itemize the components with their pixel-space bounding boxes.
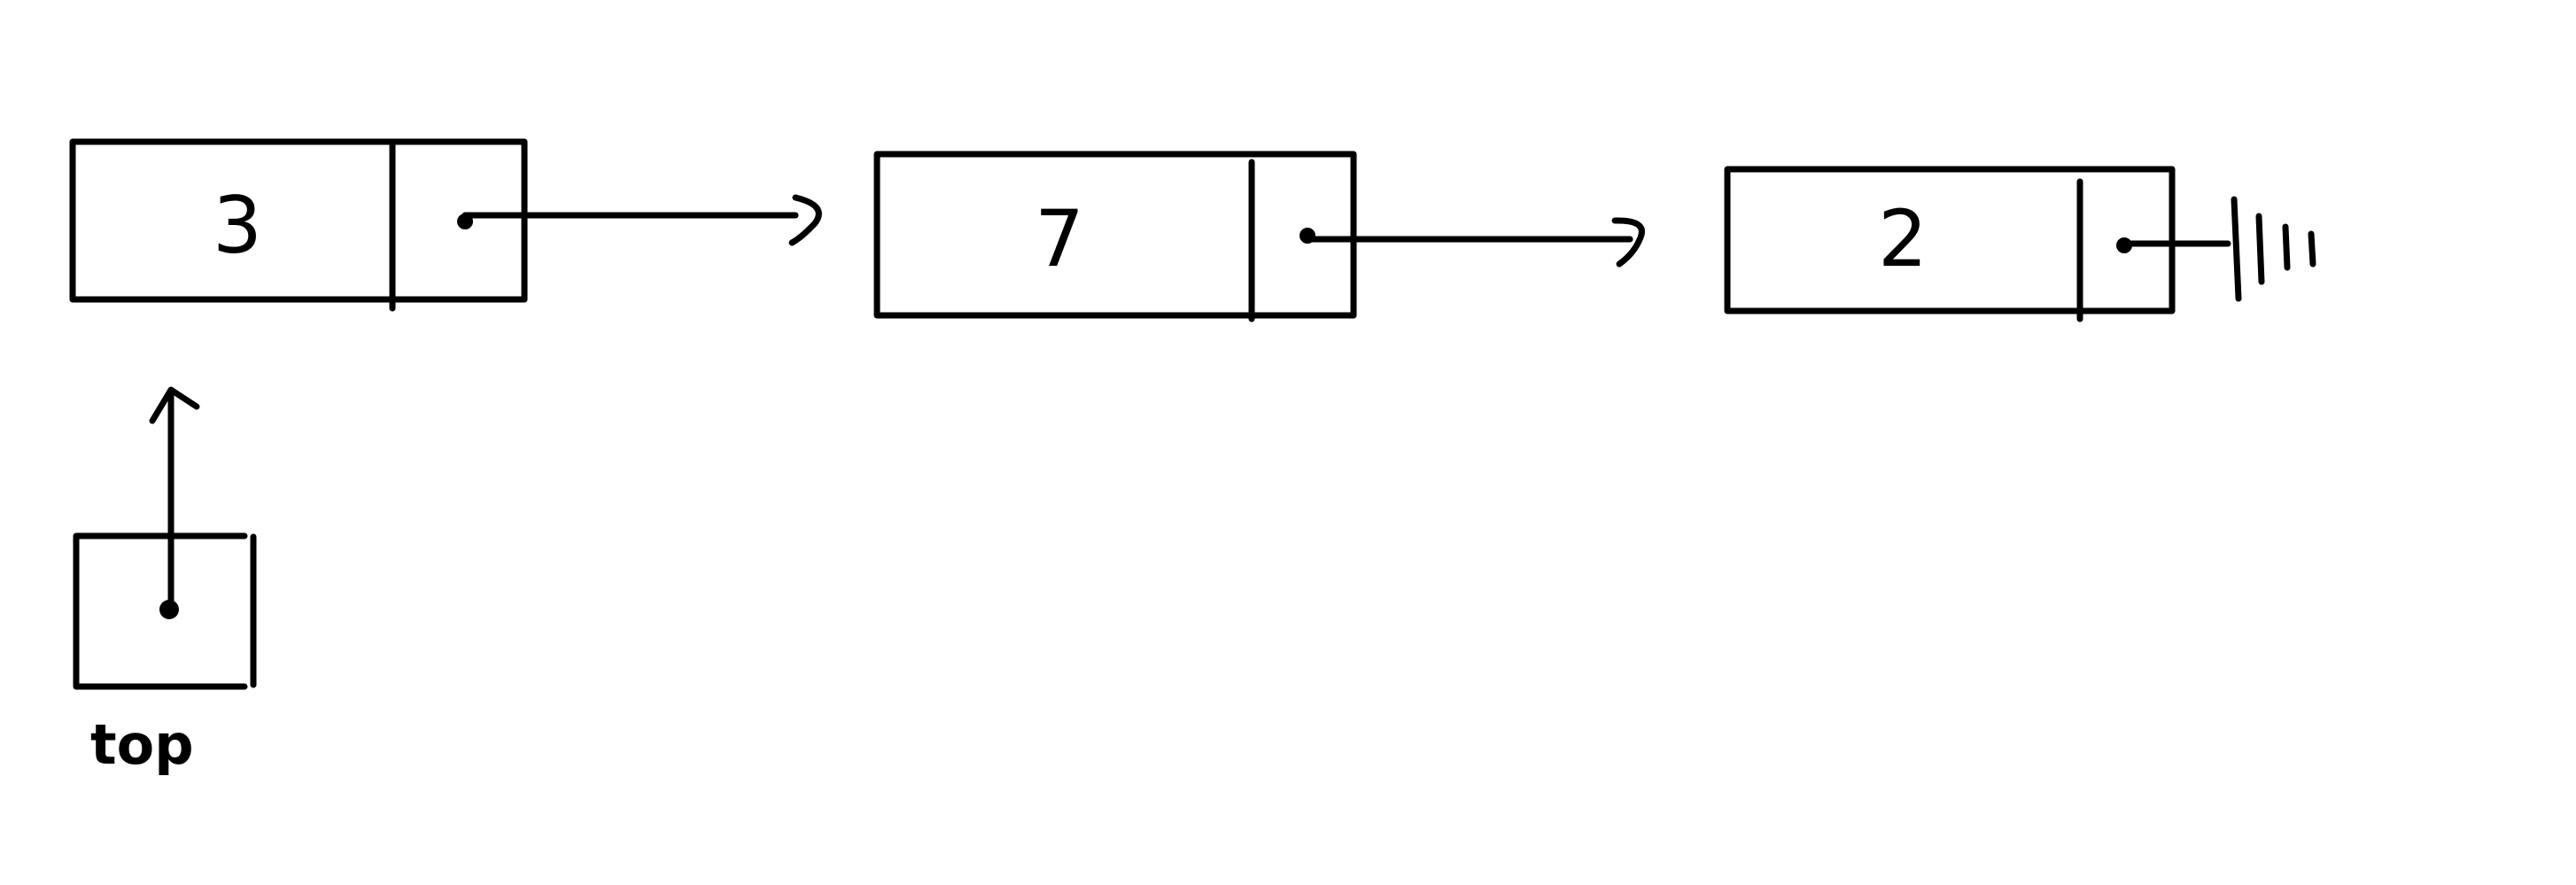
node-2-arrowhead (1611, 217, 1645, 268)
node-1-value: 3 (213, 180, 262, 271)
node-3-box (1724, 166, 2176, 314)
top-pointer: top (73, 386, 257, 777)
node-2-value: 7 (1035, 193, 1084, 284)
node-2: 7 (873, 151, 1645, 322)
node-1-arrowhead (788, 194, 822, 246)
top-label: top (90, 712, 194, 777)
node-1-box (69, 138, 528, 303)
top-pointer-box (73, 532, 248, 690)
node-3: 2 (1724, 166, 2316, 322)
node-2-box (873, 151, 1357, 319)
node-3-value: 2 (1878, 193, 1928, 284)
ground-null-icon (2231, 196, 2316, 302)
top-pointer-arrowhead (149, 386, 200, 424)
node-1: 3 (69, 138, 822, 312)
